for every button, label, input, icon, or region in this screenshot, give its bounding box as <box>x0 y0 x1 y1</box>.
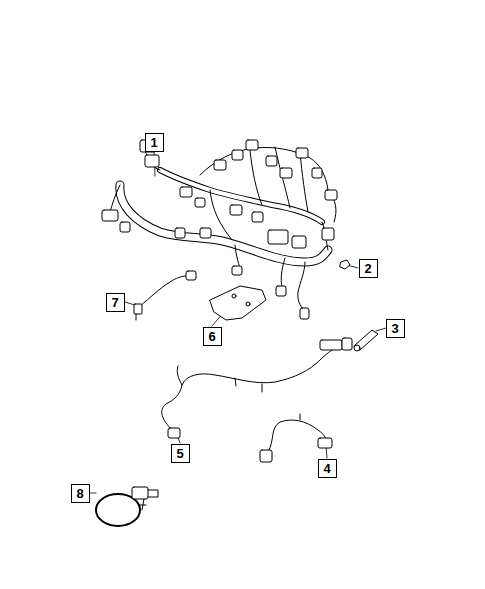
harness-connectors <box>102 140 337 319</box>
callout-box: 6 <box>203 327 222 346</box>
long-lead <box>162 338 352 438</box>
leader-lines <box>89 151 386 493</box>
sensor-lead <box>134 271 196 320</box>
callout-number: 5 <box>176 446 185 461</box>
callout-number: 6 <box>208 329 217 344</box>
callout-number: 2 <box>364 261 373 276</box>
loop-lead <box>96 487 158 526</box>
sensor <box>354 330 378 351</box>
callout-box: 4 <box>318 459 337 478</box>
callout-box: 8 <box>71 484 90 503</box>
callout-number: 8 <box>76 486 85 501</box>
callout-box: 7 <box>106 293 125 312</box>
callout-box: 5 <box>171 444 190 463</box>
main-harness <box>110 147 336 310</box>
callout-number: 3 <box>391 321 400 336</box>
callout-box: 2 <box>359 259 378 278</box>
bracket <box>210 286 266 320</box>
bolt <box>340 260 350 269</box>
callout-number: 4 <box>323 461 332 476</box>
callout-box: 1 <box>145 133 164 152</box>
callout-number: 1 <box>150 135 159 150</box>
short-lead <box>260 414 332 462</box>
callout-number: 7 <box>111 295 120 310</box>
callout-box: 3 <box>386 319 405 338</box>
